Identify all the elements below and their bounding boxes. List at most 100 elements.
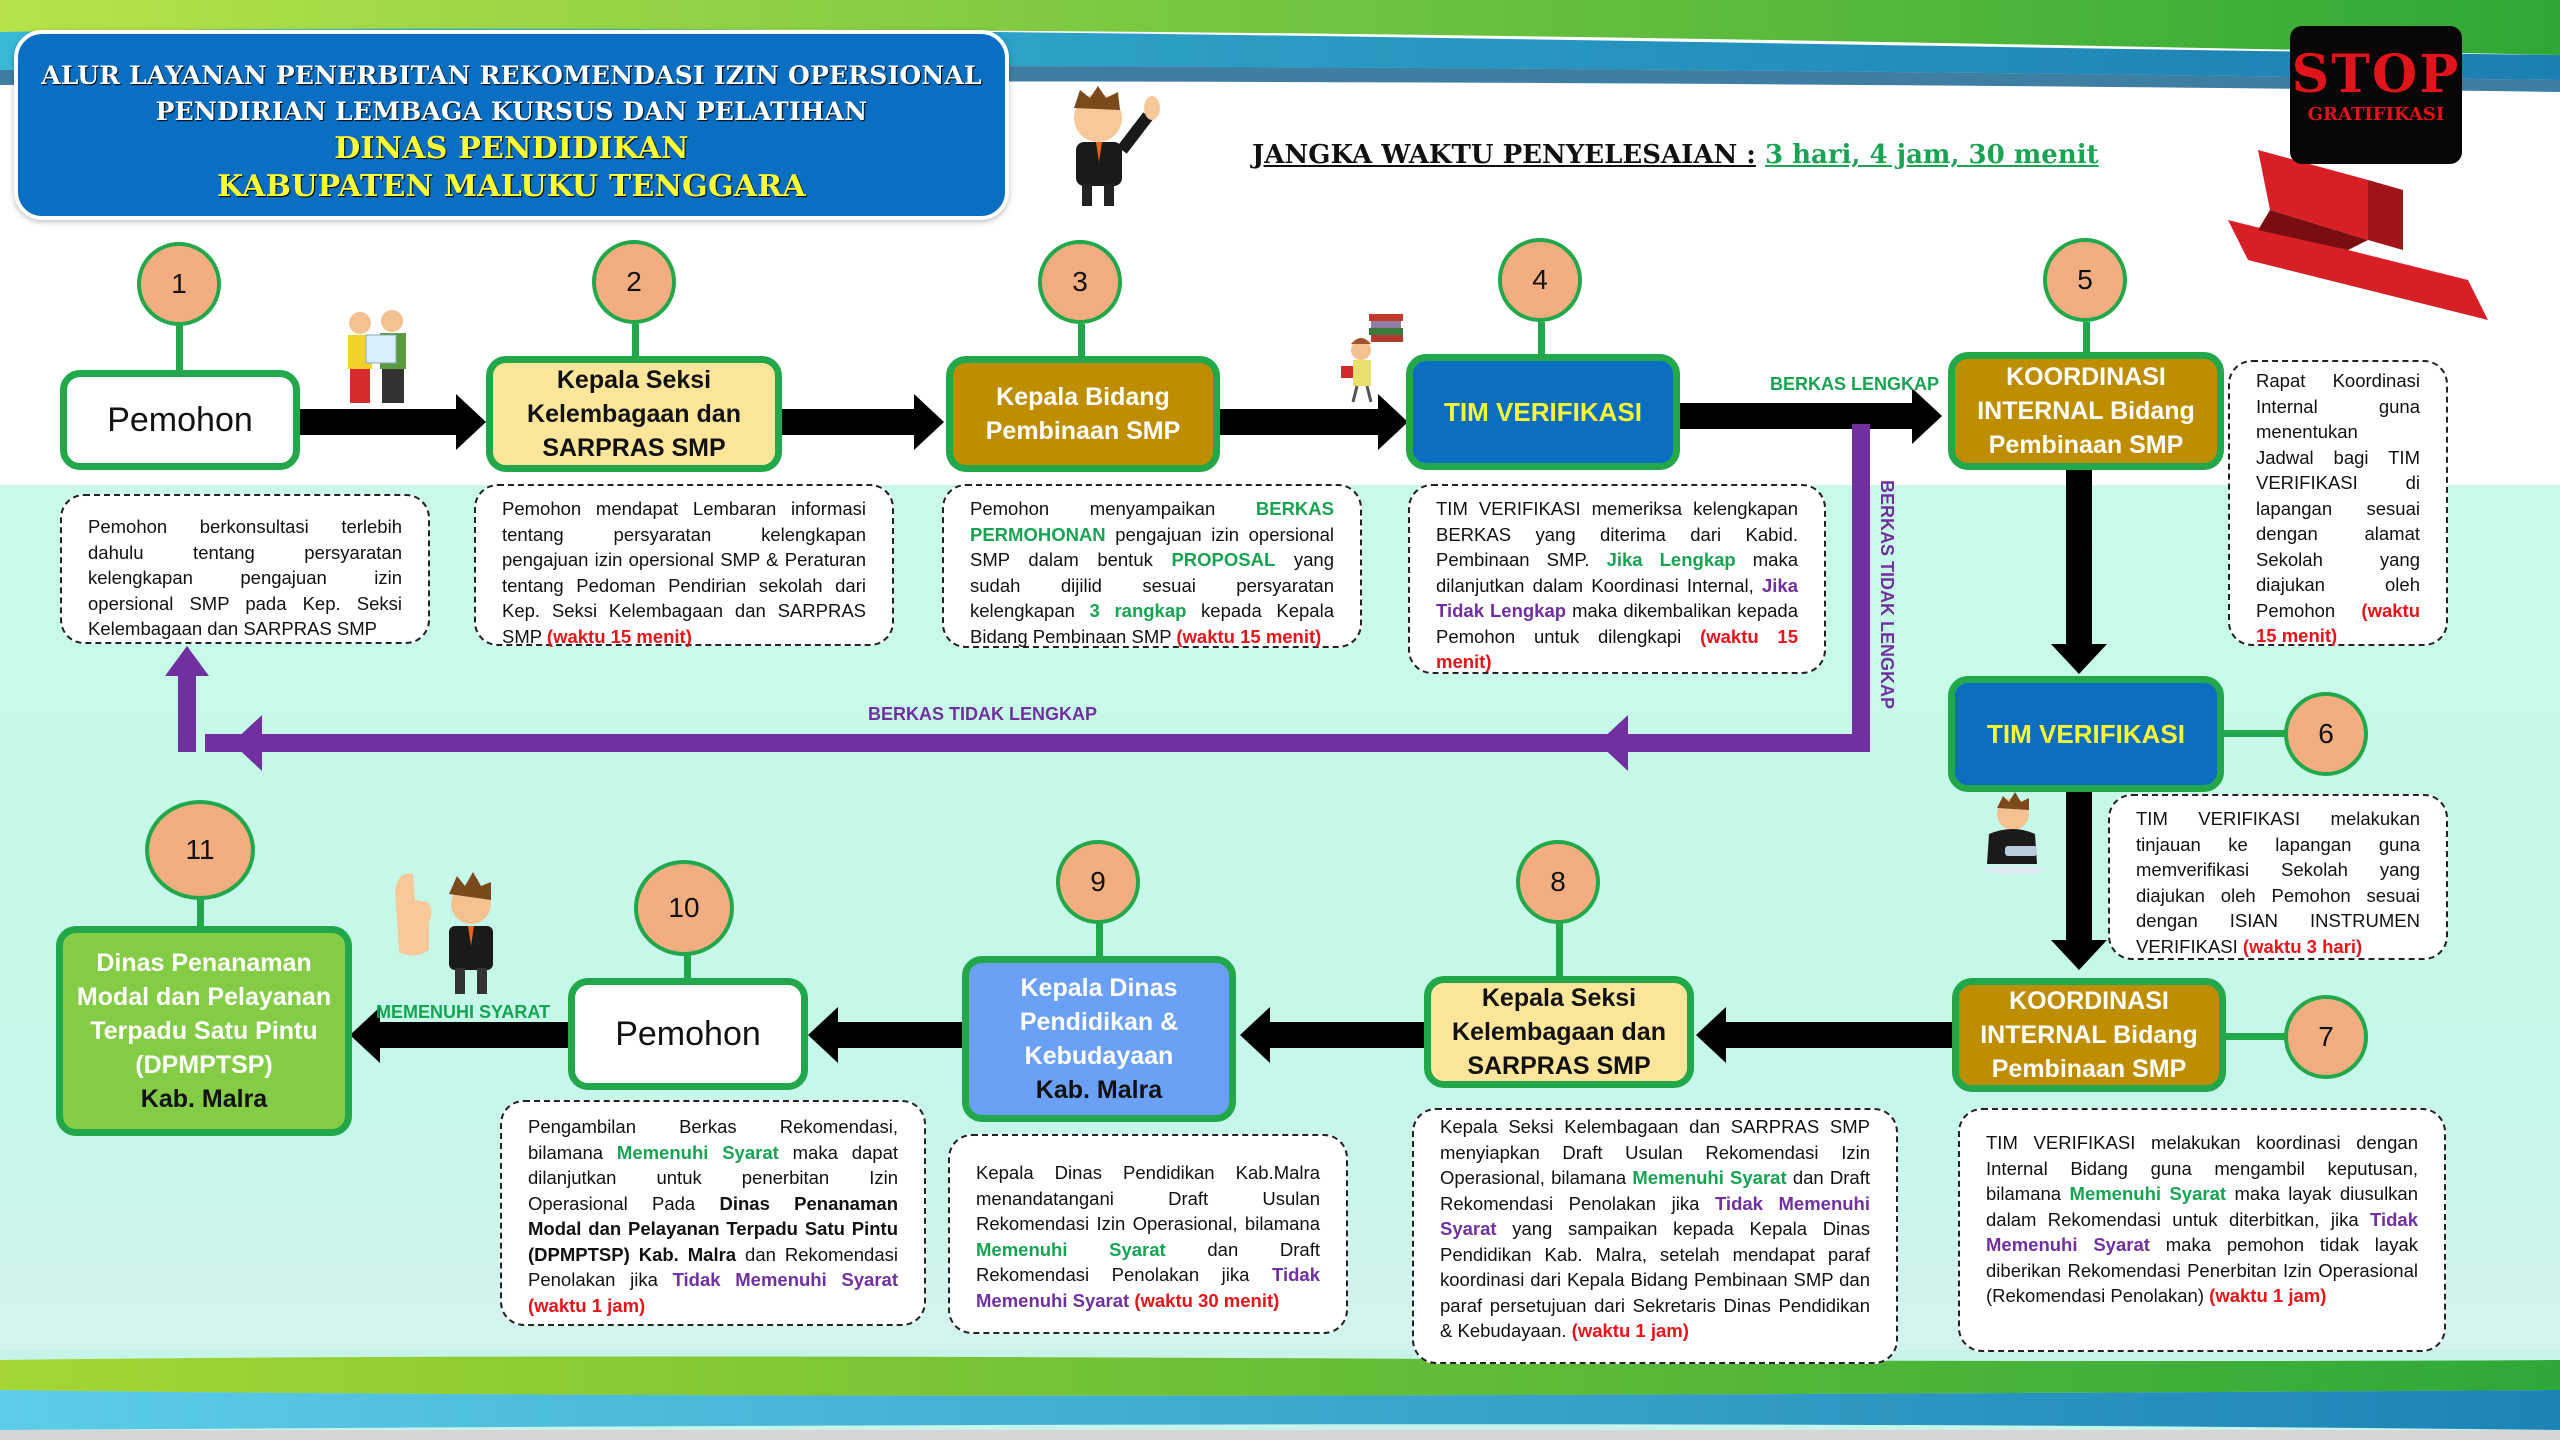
return-arrow-head-left — [232, 715, 262, 771]
desc-4-text-3: maka dikembalikan kepada Pemohon untuk d… — [1436, 600, 1798, 647]
desc-8-text-3: yang sampaikan kepada Kepala Dinas Pendi… — [1440, 1218, 1870, 1341]
description-step-7: TIM VERIFIKASI melakukan koordinasi deng… — [1958, 1108, 2446, 1352]
arrow-head-10-to-11 — [350, 1007, 380, 1063]
arrow-10-to-11 — [378, 1022, 570, 1048]
completion-time: JANGKA WAKTU PENYELESAIAN : 3 hari, 4 ja… — [1252, 140, 2099, 170]
desc-3-text-3: yang sudah dijilid sesuai persyaratan ke… — [970, 549, 1335, 621]
desc-8-time: (waktu 1 jam) — [1571, 1320, 1689, 1341]
node-koordinasi-internal-1[interactable]: KOORDINASI INTERNAL Bidang Pembinaan SMP — [1948, 352, 2224, 470]
desc-4-text-2: maka dilanjutkan dalam Koordinasi Intern… — [1436, 549, 1798, 596]
step-circle-4: 4 — [1498, 238, 1582, 322]
desc-3-highlight-2: PROPOSAL — [1171, 549, 1276, 570]
node-kepala-bidang-label: Kepala Bidang Pembinaan SMP — [985, 383, 1181, 445]
desc-10-bold-1: Dinas Penanaman Modal dan Pelayanan Terp… — [528, 1192, 898, 1265]
businessman-thumbs-up-icon — [395, 872, 493, 994]
ribbon-decoration — [2228, 150, 2488, 320]
arrow-head-5-to-6 — [2051, 644, 2107, 674]
desc-10-time: (waktu 1 jam) — [528, 1294, 646, 1316]
desc-7-text-3: maka pemohon tidak layak diberikan Rekom… — [1986, 1234, 2418, 1306]
arrow-2-to-3 — [780, 409, 916, 435]
desc-9-time: (waktu 30 menit) — [1134, 1289, 1280, 1311]
desc-3-text-2: pengajuan izin opersional SMP dalam bent… — [970, 523, 1334, 571]
step-circle-7: 7 — [2284, 995, 2368, 1079]
desc-3-text-4: kepada Kepala Bidang Pembinaan SMP — [970, 600, 1334, 647]
node-koordinasi-internal-1-label: KOORDINASI INTERNAL Bidang Pembinaan SMP — [1977, 363, 2195, 459]
step-circle-3: 3 — [1038, 240, 1122, 324]
node-kepala-dinas[interactable]: Kepala Dinas Pendidikan & Kebudayaan Kab… — [962, 956, 1236, 1122]
description-step-8: Kepala Seksi Kelembagaan dan SARPRAS SMP… — [1412, 1108, 1898, 1364]
desc-5-time: (waktu 15 menit) — [2256, 599, 2420, 647]
desc-3-highlight-1: BERKAS PERMOHONAN — [970, 498, 1334, 545]
node-kepala-seksi-2[interactable]: Kepala Seksi Kelembagaan dan SARPRAS SMP — [1424, 976, 1694, 1088]
description-step-10: Pengambilan Berkas Rekomendasi, bilamana… — [500, 1100, 926, 1326]
description-step-4: TIM VERIFIKASI memeriksa kelengkapan BER… — [1408, 484, 1826, 674]
arrow-head-8-to-9 — [1240, 1007, 1270, 1063]
completion-time-value: 3 hari, 4 jam, 30 menit — [1764, 140, 2099, 170]
desc-3-highlight-3: 3 rangkap — [1089, 600, 1187, 621]
stem-8 — [1556, 920, 1563, 980]
node-dpmptsp-label: Dinas Penanaman Modal dan Pelayanan Terp… — [76, 949, 332, 1079]
arrow-head-7-to-8 — [1696, 1007, 1726, 1063]
node-tim-verifikasi-1-label: TIM VERIFIKASI — [1444, 397, 1642, 427]
arrow-1-to-2 — [298, 409, 458, 435]
desc-9-highlight-1: Memenuhi Syarat — [976, 1238, 1166, 1260]
title-line-4: KABUPATEN MALUKU TENGGARA — [217, 169, 806, 204]
arrow-head-6-to-7 — [2051, 940, 2107, 970]
node-koordinasi-internal-2-label: KOORDINASI INTERNAL Bidang Pembinaan SMP — [1980, 987, 2198, 1083]
completion-time-label: JANGKA WAKTU PENYELESAIAN : — [1252, 140, 1756, 170]
title-line-3: DINAS PENDIDIKAN — [334, 131, 689, 166]
step-circle-1: 1 — [137, 242, 221, 326]
desc-4-highlight-1: Jika Lengkap — [1606, 549, 1736, 570]
arrow-4-to-5 — [1676, 403, 1914, 429]
desc-4-highlight-2: Jika Tidak Lengkap — [1436, 574, 1798, 622]
title-line-2: PENDIRIAN LEMBAGA KURSUS DAN PELATIHAN — [155, 97, 868, 126]
title-banner: ALUR LAYANAN PENERBITAN REKOMENDASI IZIN… — [14, 30, 1009, 220]
desc-7-time: (waktu 1 jam) — [2209, 1285, 2327, 1306]
desc-6-text: TIM VERIFIKASI melakukan tinjauan ke lap… — [2136, 808, 2420, 957]
arrow-head-9-to-10 — [808, 1007, 838, 1063]
stem-9 — [1096, 920, 1103, 960]
stem-5 — [2083, 322, 2090, 362]
description-step-2: Pemohon mendapat Lembaran informasi tent… — [474, 484, 894, 647]
arrow-7-to-8 — [1724, 1022, 1952, 1048]
node-tim-verifikasi-1[interactable]: TIM VERIFIKASI — [1406, 354, 1680, 470]
node-pemohon-2-label: Pemohon — [615, 1015, 761, 1053]
node-dpmptsp-sublabel: Kab. Malra — [140, 1085, 268, 1113]
desc-10-text-1: Pengambilan Berkas Rekomendasi, bilamana — [528, 1116, 898, 1163]
node-pemohon[interactable]: Pemohon — [60, 370, 300, 470]
desc-2-text: Pemohon mendapat Lembaran informasi tent… — [502, 498, 866, 647]
desc-1-text: Pemohon berkonsultasi terlebih dahulu te… — [88, 516, 402, 639]
arrow-5-to-6 — [2066, 468, 2092, 648]
arrow-3-to-4 — [1216, 409, 1380, 435]
node-koordinasi-internal-2[interactable]: KOORDINASI INTERNAL Bidang Pembinaan SMP — [1952, 978, 2226, 1092]
node-tim-verifikasi-2[interactable]: TIM VERIFIKASI — [1948, 676, 2224, 792]
businessman-with-tablet-icon — [1983, 792, 2043, 874]
node-kepala-seksi[interactable]: Kepala Seksi Kelembagaan dan SARPRAS SMP — [486, 356, 782, 472]
arrow-head-2-to-3 — [914, 394, 944, 450]
arrow-head-3-to-4 — [1378, 394, 1408, 450]
node-kepala-seksi-label: Kepala Seksi Kelembagaan dan SARPRAS SMP — [527, 366, 741, 462]
description-step-1: Pemohon berkonsultasi terlebih dahulu te… — [60, 494, 430, 644]
step-circle-5: 5 — [2043, 238, 2127, 322]
stem-11 — [197, 888, 204, 930]
arrow-9-to-10 — [836, 1022, 964, 1048]
node-kepala-bidang[interactable]: Kepala Bidang Pembinaan SMP — [946, 356, 1220, 472]
step-circle-6: 6 — [2284, 692, 2368, 776]
desc-10-text-2: maka dapat dilanjutkan untuk penerbitan … — [528, 1141, 898, 1214]
node-pemohon-label: Pemohon — [107, 401, 253, 439]
desc-8-highlight-1: Memenuhi Syarat — [1632, 1167, 1787, 1188]
desc-10-text-3: dan Rekomendasi Penolakan jika — [528, 1243, 898, 1291]
return-arrow-head-mid — [1598, 715, 1628, 771]
node-pemohon-2[interactable]: Pemohon — [568, 978, 808, 1090]
berkas-lengkap-label: BERKAS LENGKAP — [1770, 374, 1940, 394]
stem-2 — [632, 324, 639, 362]
description-step-5: Rapat Koordinasi Internal guna menentuka… — [2228, 360, 2448, 646]
step-circle-11: 11 — [145, 800, 255, 900]
node-dpmptsp[interactable]: Dinas Penanaman Modal dan Pelayanan Terp… — [56, 926, 352, 1136]
desc-3-time: (waktu 15 menit) — [1176, 625, 1322, 647]
desc-9-highlight-2: Tidak Memenuhi Syarat — [976, 1264, 1320, 1311]
desc-7-highlight-1: Memenuhi Syarat — [2069, 1183, 2227, 1204]
desc-10-highlight-2: Tidak Memenuhi Syarat — [672, 1269, 898, 1290]
node-kepala-dinas-sublabel: Kab. Malra — [1035, 1076, 1163, 1104]
stem-1 — [176, 324, 183, 376]
